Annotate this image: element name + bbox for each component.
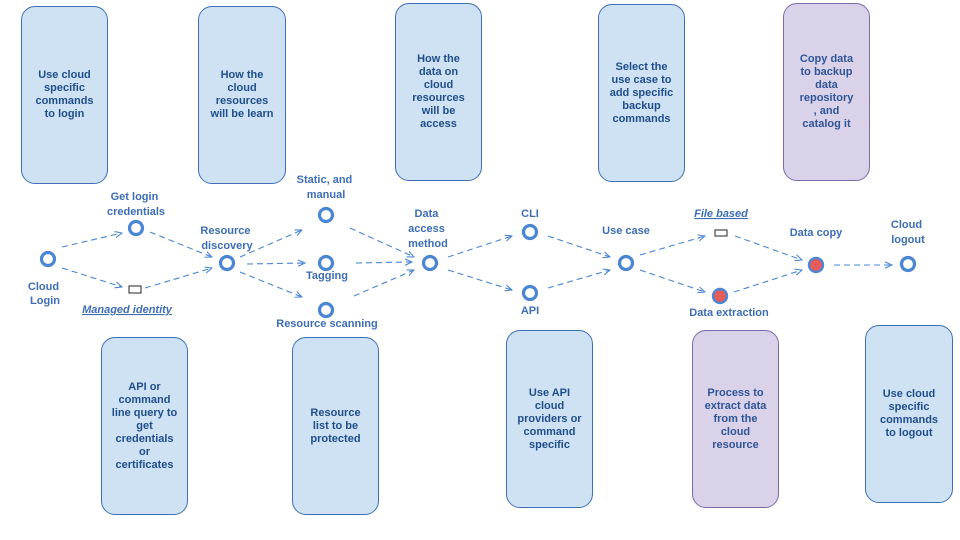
label-resource-scanning: Resource scanning: [276, 318, 377, 330]
label-managed-identity: Managed identity: [82, 304, 173, 316]
node-tagging: [317, 254, 335, 272]
edge-tagging-to-access: [355, 262, 412, 263]
node-file-based-gate: [714, 229, 728, 237]
edge-discovery-to-static: [239, 230, 302, 258]
card-extract-process: Process to extract data from the cloud r…: [692, 330, 779, 508]
label-tagging: Tagging: [306, 270, 348, 282]
label-data-access-method: Data access method: [408, 208, 448, 250]
label-file-based: File based: [694, 208, 748, 220]
label-static-manual: Static, and manual: [297, 174, 356, 201]
node-cloud-logout: [899, 255, 917, 273]
label-cli: CLI: [521, 208, 539, 220]
label-get-login-credentials: Get login credentials: [107, 191, 165, 218]
card-credentials-query: API or command line query to get credent…: [101, 337, 188, 515]
edge-static-to-access: [349, 227, 414, 257]
edge-login-to-credentials: [61, 233, 122, 248]
card-copy-catalog: Copy data to backup data repository , an…: [783, 3, 870, 181]
node-resource-scanning: [317, 301, 335, 319]
node-managed-identity-gate: [128, 285, 142, 294]
label-cloud-logout: Cloud logout: [891, 219, 925, 246]
edge-cli-to-use-case: [547, 235, 610, 257]
edge-access-to-api: [447, 269, 512, 290]
card-learn-resources: How the cloud resources will be learn: [198, 6, 286, 184]
edge-credentials-to-discovery: [149, 231, 212, 257]
card-resource-list: Resource list to be protected: [292, 337, 379, 515]
node-cloud-login: [39, 250, 57, 268]
label-data-extraction: Data extraction: [689, 307, 769, 319]
edge-access-to-cli: [447, 236, 512, 258]
label-cloud-login: Cloud Login: [28, 281, 62, 307]
edge-discovery-to-tagging: [246, 263, 305, 264]
node-data-access-method: [421, 254, 439, 272]
edge-file-based-to-copy: [734, 235, 802, 260]
node-data-copy: [807, 256, 825, 274]
edge-discovery-to-scanning: [239, 271, 302, 297]
label-data-copy: Data copy: [790, 227, 843, 239]
edge-login-to-managed-identity: [61, 267, 122, 287]
label-api: API: [521, 305, 539, 317]
node-cli: [521, 223, 539, 241]
card-use-case-commands: Select the use case to add specific back…: [598, 4, 685, 182]
node-static-manual: [317, 206, 335, 224]
edge-use-case-to-file-based: [639, 236, 705, 256]
card-access-data: How the data on cloud resources will be …: [395, 3, 482, 181]
label-use-case: Use case: [602, 225, 650, 237]
edge-scanning-to-access: [353, 270, 414, 297]
card-logout-commands: Use cloud specific commands to logout: [865, 325, 953, 503]
card-login-commands: Use cloud specific commands to login: [21, 6, 108, 184]
node-data-extraction: [711, 287, 729, 305]
edge-extraction-to-copy: [733, 270, 802, 293]
edge-api-to-use-case: [547, 270, 610, 289]
node-use-case: [617, 254, 635, 272]
edge-managed-identity-to-discovery: [144, 268, 212, 289]
edge-use-case-to-extraction: [639, 269, 705, 292]
node-resource-discovery: [218, 254, 236, 272]
card-api-specific: Use API cloud providers or command speci…: [506, 330, 593, 508]
node-get-login-credentials: [127, 219, 145, 237]
label-resource-discovery: Resource discovery: [200, 225, 253, 252]
node-api: [521, 284, 539, 302]
